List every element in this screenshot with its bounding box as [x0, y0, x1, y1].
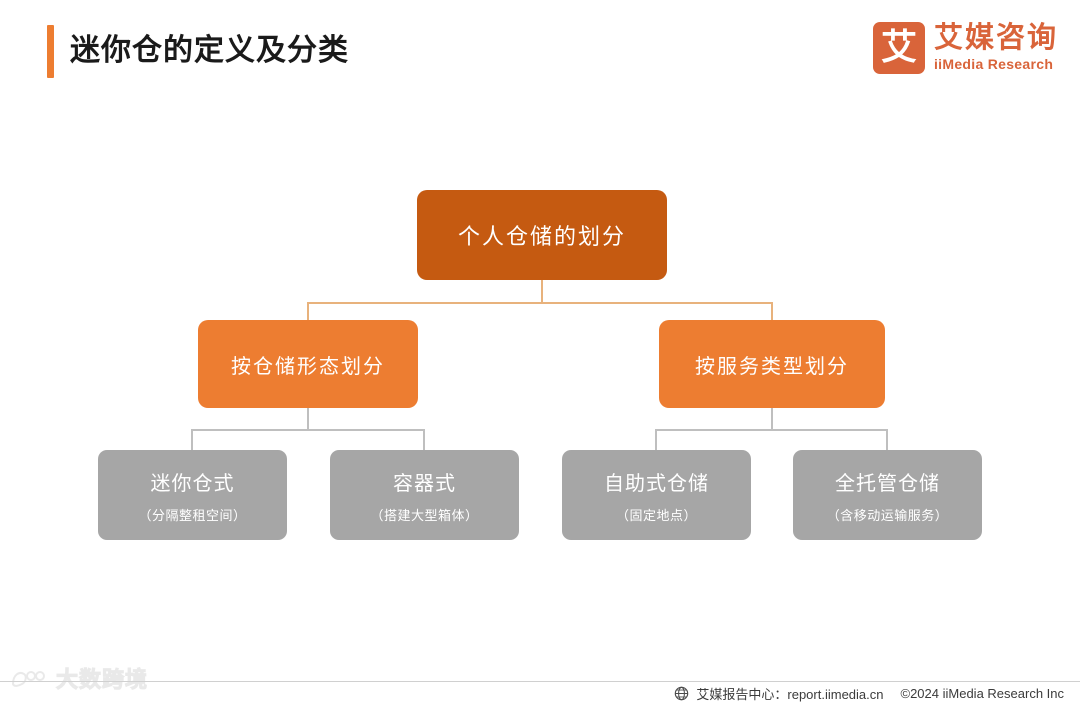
tree-node-leaf-mini-storage[interactable]: 迷你仓式 （分隔整租空间）	[98, 450, 287, 540]
connector-left-bus	[191, 429, 425, 431]
footer-divider	[0, 681, 1080, 682]
tree-node-label: 按服务类型划分	[695, 355, 849, 378]
footer-copyright: ©2024 iiMedia Research Inc	[900, 686, 1065, 701]
title-accent-bar	[47, 25, 54, 78]
tree-node-label: 全托管仓储	[835, 472, 940, 495]
connector-root-bus	[307, 302, 773, 304]
tree-node-label: 自助式仓储	[604, 472, 709, 495]
logo-name-en: iiMedia Research	[933, 55, 1054, 72]
tree-node-sublabel: （含移动运输服务）	[826, 507, 949, 523]
tree-node-branch-service-type[interactable]: 按服务类型划分	[659, 320, 885, 408]
connector-root-stem	[541, 280, 543, 303]
connector-branch-right-drop	[771, 302, 773, 320]
connector-right-bus	[655, 429, 888, 431]
footer: 艾媒报告中心：report.iimedia.cn ©2024 iiMedia R…	[674, 684, 1064, 702]
watermark-logo-icon	[10, 668, 50, 692]
tree-node-label: 迷你仓式	[150, 472, 235, 495]
tree-node-branch-storage-form[interactable]: 按仓储形态划分	[198, 320, 418, 408]
connector-leaf-1-drop	[191, 429, 193, 450]
tree-node-root[interactable]: 个人仓储的划分	[417, 190, 667, 280]
logo-text: 艾媒咨询 iiMedia Research	[934, 23, 1058, 73]
connector-left-stem	[307, 408, 309, 430]
brand-logo: 艾 艾媒咨询 iiMedia Research	[872, 22, 1058, 74]
tree-node-sublabel: （分隔整租空间）	[138, 507, 247, 523]
connector-leaf-3-drop	[655, 429, 657, 450]
watermark: 大数跨境	[10, 667, 149, 692]
tree-node-leaf-self-service[interactable]: 自助式仓储 （固定地点）	[562, 450, 751, 540]
footer-report-center: 艾媒报告中心：report.iimedia.cn	[696, 687, 884, 702]
connector-leaf-2-drop	[423, 429, 425, 450]
tree-node-leaf-container[interactable]: 容器式 （搭建大型箱体）	[330, 450, 519, 540]
connector-right-stem	[771, 408, 773, 430]
connector-leaf-4-drop	[886, 429, 888, 450]
logo-mark-icon: 艾	[872, 22, 925, 74]
tree-node-label: 个人仓储的划分	[457, 224, 626, 249]
tree-node-label: 按仓储形态划分	[231, 355, 385, 378]
globe-icon	[674, 686, 689, 701]
tree-node-leaf-full-managed[interactable]: 全托管仓储 （含移动运输服务）	[793, 450, 982, 540]
connector-branch-left-drop	[307, 302, 309, 320]
logo-name-cn: 艾媒咨询	[933, 22, 1058, 55]
watermark-text: 大数跨境	[55, 667, 149, 692]
tree-node-sublabel: （搭建大型箱体）	[370, 507, 479, 523]
tree-node-sublabel: （固定地点）	[615, 507, 697, 523]
page-title: 迷你仓的定义及分类	[70, 34, 349, 67]
tree-node-label: 容器式	[393, 472, 456, 495]
